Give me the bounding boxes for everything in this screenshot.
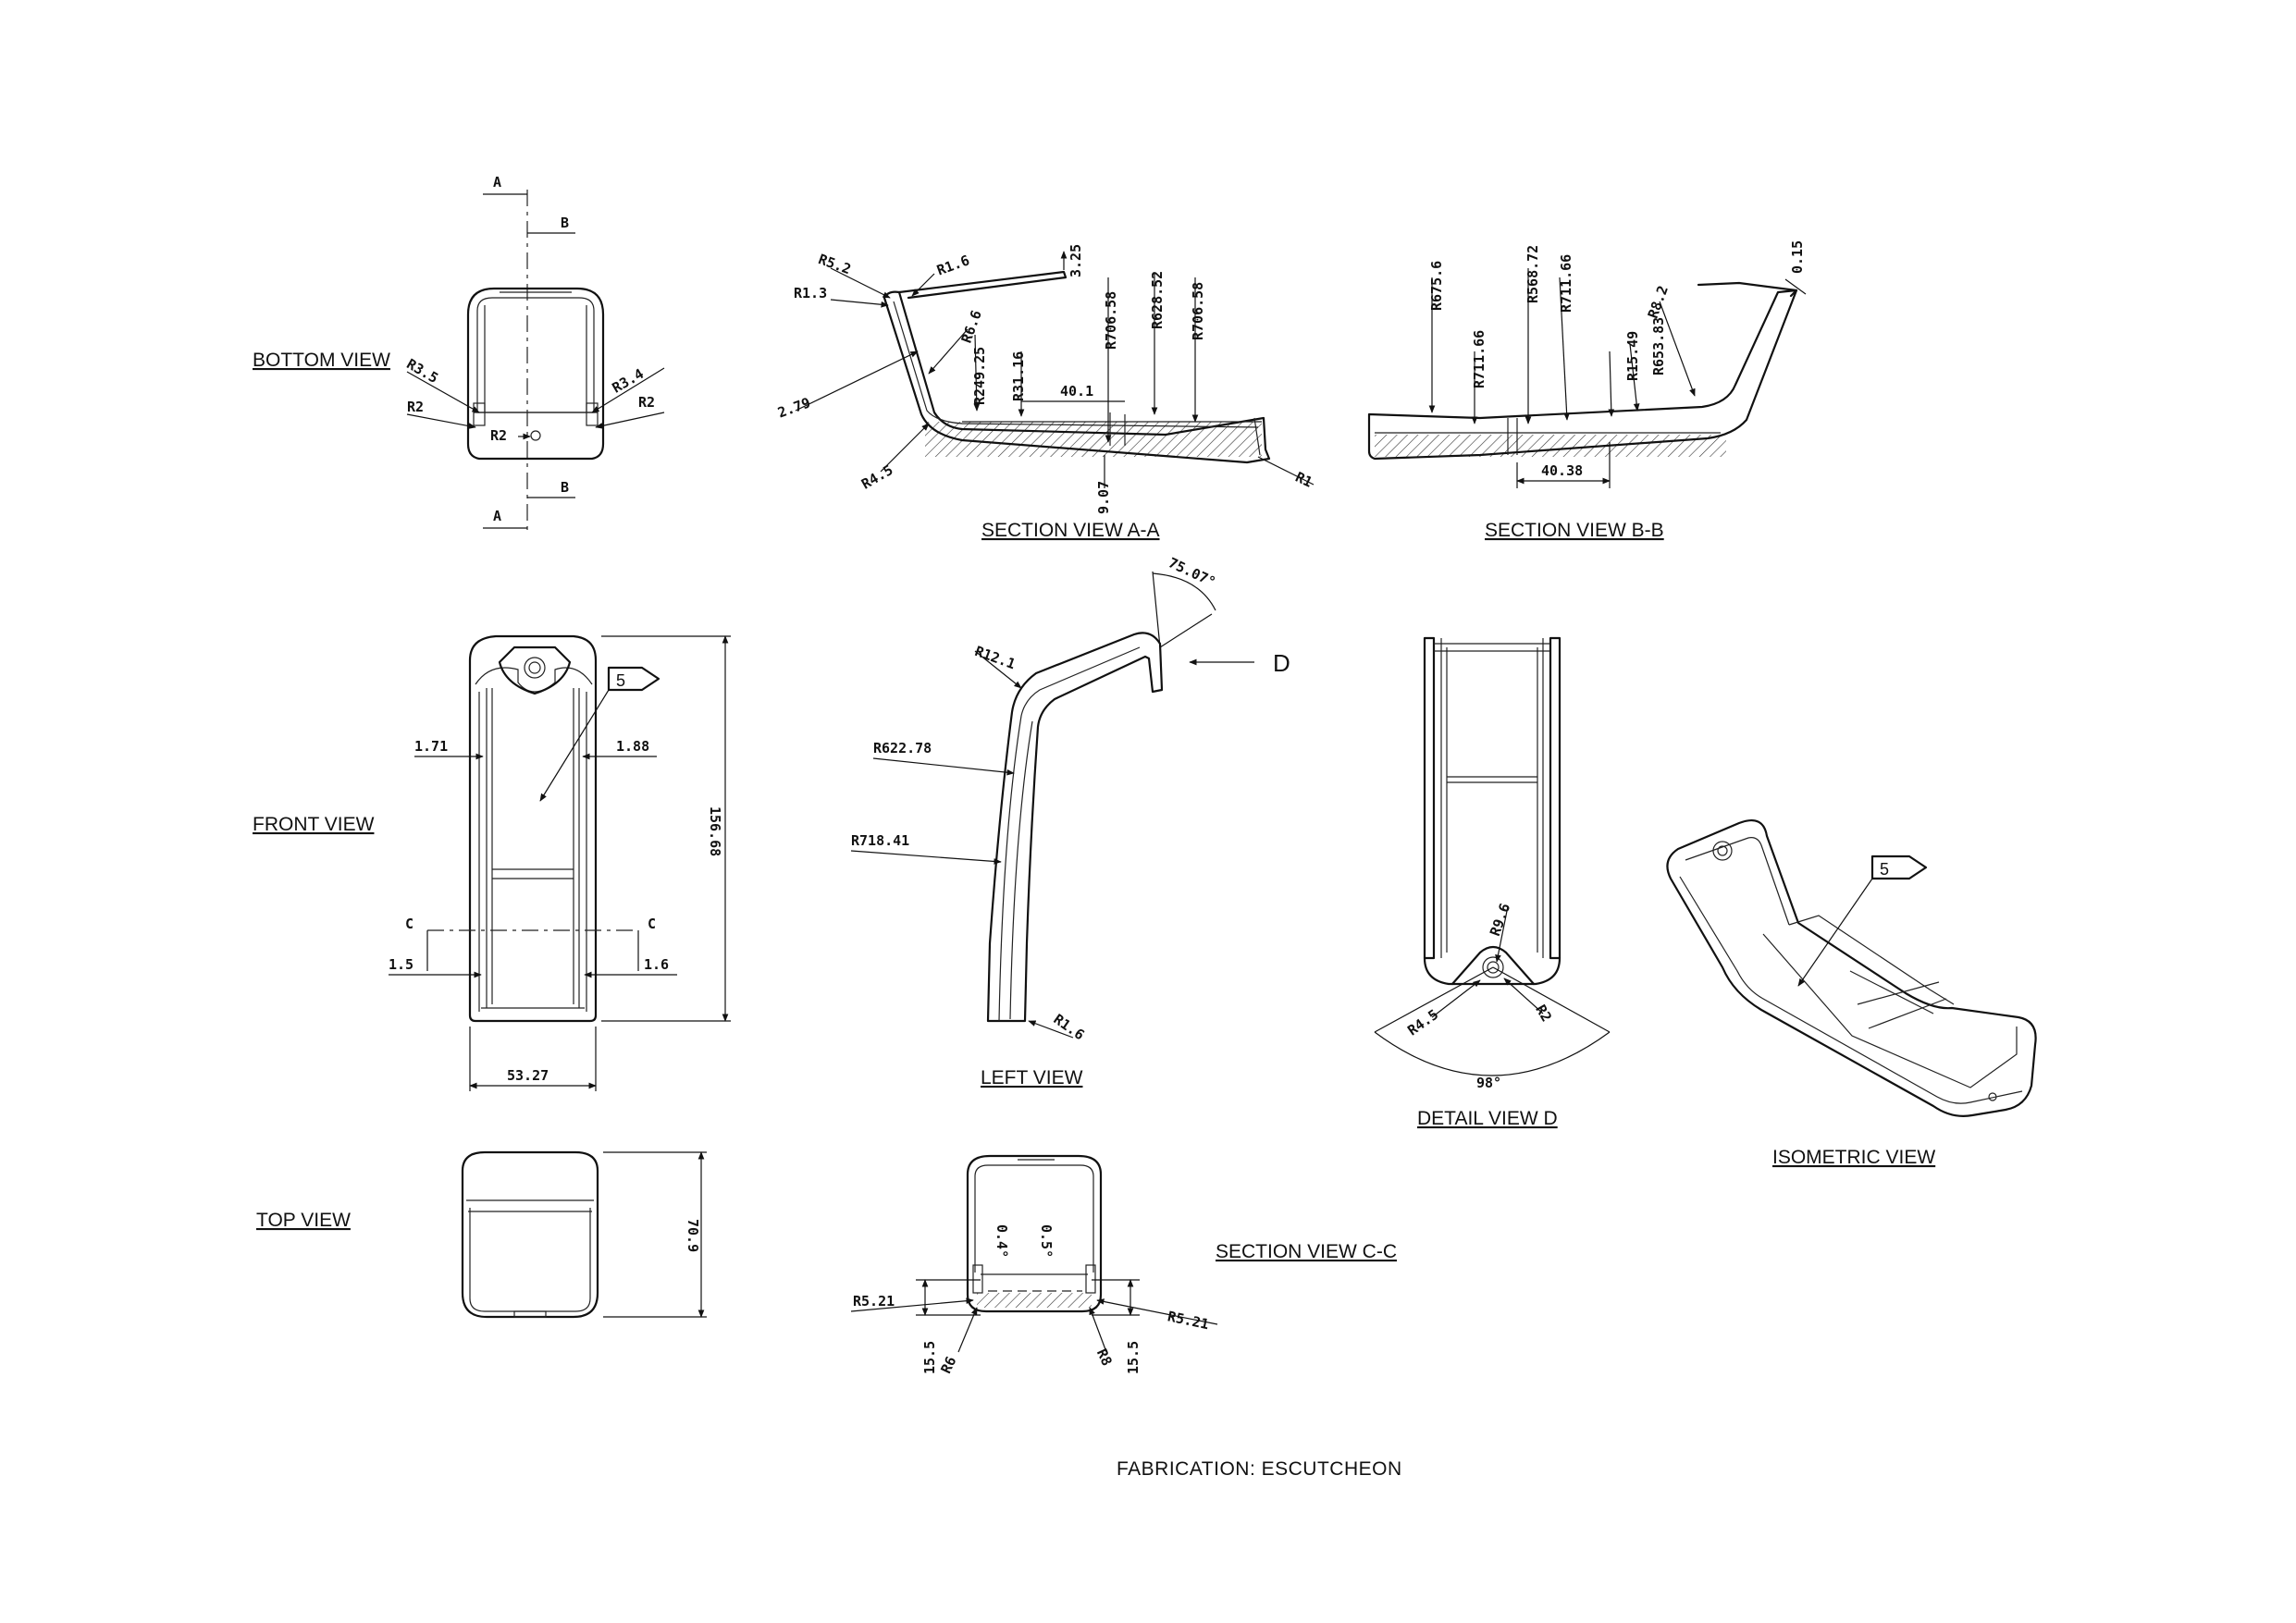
detail-dim-r9-6: R9.6 bbox=[1487, 901, 1513, 938]
bb-dim-0-15: 0.15 bbox=[1789, 240, 1806, 274]
detail-dim-98: 98° bbox=[1476, 1075, 1501, 1091]
left-dim-r622-78: R622.78 bbox=[873, 740, 932, 756]
section-marker-a-top: A bbox=[493, 174, 501, 191]
left-dim-r12-1: R12.1 bbox=[973, 643, 1018, 672]
aa-dim-2-79: 2.79 bbox=[775, 394, 812, 421]
drawing-caption: FABRICATION: ESCUTCHEON bbox=[1117, 1458, 1402, 1480]
cc-dim-15-5-left: 15.5 bbox=[921, 1341, 938, 1374]
aa-dim-r1-6: R1.6 bbox=[934, 252, 971, 278]
bottom-dim-r2-left: R2 bbox=[407, 399, 424, 415]
top-view: TOP VIEW 70.9 bbox=[256, 1150, 707, 1319]
bottom-dim-r3-5: R3.5 bbox=[404, 355, 441, 387]
front-dim-53-27: 53.27 bbox=[507, 1067, 549, 1084]
bb-dim-r8-2: R8.2 bbox=[1645, 283, 1672, 320]
bb-dim-r653-83: R653.83 bbox=[1650, 317, 1667, 375]
detail-dim-r2: R2 bbox=[1532, 1002, 1555, 1025]
left-dim-r1-6: R1.6 bbox=[1051, 1011, 1088, 1043]
left-view: LEFT VIEW 75.07° D R12.1 R622.78 R718.41… bbox=[850, 554, 1290, 1088]
aa-dim-r4-5: R4.5 bbox=[858, 461, 895, 493]
front-dim-1-88: 1.88 bbox=[616, 738, 649, 755]
section-marker-c-right: C bbox=[648, 916, 656, 932]
bb-dim-r568-72: R568.72 bbox=[1524, 245, 1541, 303]
section-view-bb-title: SECTION VIEW B-B bbox=[1485, 520, 1664, 541]
section-marker-c-left: C bbox=[405, 916, 414, 932]
aa-dim-r6-6: R6.6 bbox=[958, 308, 985, 345]
bb-dim-r675-6: R675.6 bbox=[1428, 261, 1445, 311]
front-view-title: FRONT VIEW bbox=[253, 814, 375, 835]
section-marker-b-top: B bbox=[561, 215, 569, 231]
front-view: FRONT VIEW 5 1.71 1.88 156.68 C C bbox=[253, 634, 731, 1091]
cc-dim-r5-21-right: R5.21 bbox=[1167, 1308, 1211, 1333]
bb-dim-40-38: 40.38 bbox=[1541, 462, 1583, 479]
bb-dim-r15-49: R15.49 bbox=[1624, 331, 1641, 381]
section-view-aa-title: SECTION VIEW A-A bbox=[981, 520, 1160, 541]
section-marker-a-bottom: A bbox=[493, 508, 501, 524]
bb-dim-r711-66-b: R711.66 bbox=[1558, 254, 1574, 313]
aa-dim-9-07: 9.07 bbox=[1095, 481, 1112, 514]
aa-dim-r1: R1 bbox=[1293, 469, 1315, 491]
front-dim-1-71: 1.71 bbox=[414, 738, 448, 755]
section-marker-b-bottom: B bbox=[561, 479, 569, 496]
section-view-cc: SECTION VIEW C-C 0.4° 0.5° 15.5 15.5 R5.… bbox=[850, 1154, 1397, 1376]
isometric-view: ISOMETRIC VIEW 5 bbox=[1666, 819, 2037, 1168]
cc-dim-0-4: 0.4° bbox=[994, 1224, 1010, 1258]
cc-dim-15-5-right: 15.5 bbox=[1125, 1341, 1142, 1374]
aa-dim-3-25: 3.25 bbox=[1068, 244, 1084, 277]
top-dim-70-9: 70.9 bbox=[685, 1219, 701, 1252]
bottom-dim-r2-right: R2 bbox=[638, 394, 655, 411]
front-balloon-5: 5 bbox=[616, 671, 625, 690]
front-dim-156-68: 156.68 bbox=[707, 806, 723, 856]
left-view-title: LEFT VIEW bbox=[981, 1067, 1083, 1088]
bottom-dim-r2-center: R2 bbox=[490, 427, 507, 444]
aa-dim-r706-58-a: R706.58 bbox=[1103, 291, 1119, 350]
aa-dim-r628-52: R628.52 bbox=[1149, 271, 1166, 329]
detail-view-d-title: DETAIL VIEW D bbox=[1417, 1108, 1558, 1129]
front-dim-1-5: 1.5 bbox=[389, 956, 414, 973]
cc-dim-r5-21-left: R5.21 bbox=[853, 1293, 895, 1309]
section-view-bb: SECTION VIEW B-B R675.6 R711.66 R568.72 … bbox=[1367, 240, 1807, 541]
aa-dim-r249-25: R249.25 bbox=[971, 347, 988, 405]
bb-dim-r711-66-a: R711.66 bbox=[1471, 330, 1487, 388]
left-dim-r718-41: R718.41 bbox=[851, 832, 909, 849]
section-marker-d: D bbox=[1273, 649, 1290, 677]
aa-dim-r706-58-b: R706.58 bbox=[1190, 282, 1206, 340]
bottom-view-title: BOTTOM VIEW bbox=[253, 350, 390, 371]
cc-dim-r8: R8 bbox=[1093, 1346, 1116, 1369]
aa-dim-r5-2: R5.2 bbox=[816, 251, 853, 277]
section-view-aa: SECTION VIEW A-A R5.2 R1.3 R1.6 3.25 R70… bbox=[775, 244, 1315, 541]
aa-dim-40-1: 40.1 bbox=[1060, 383, 1093, 400]
top-view-title: TOP VIEW bbox=[256, 1210, 351, 1231]
aa-dim-r31-16: R31.16 bbox=[1010, 351, 1027, 401]
cc-dim-0-5: 0.5° bbox=[1038, 1224, 1055, 1258]
detail-dim-r4-5: R4.5 bbox=[1404, 1006, 1441, 1039]
front-dim-1-6: 1.6 bbox=[644, 956, 669, 973]
detail-view-d: DETAIL VIEW D 98° R9.6 R4.5 R2 bbox=[1374, 636, 1611, 1129]
bottom-dim-r3-4: R3.4 bbox=[610, 365, 647, 397]
isometric-view-title: ISOMETRIC VIEW bbox=[1772, 1147, 1935, 1168]
aa-dim-r1-3: R1.3 bbox=[794, 285, 827, 301]
section-view-cc-title: SECTION VIEW C-C bbox=[1216, 1241, 1397, 1262]
bottom-view: BOTTOM VIEW A A B B R3.5 R2 R2 R3.4 R2 bbox=[253, 174, 665, 535]
cc-dim-r6: R6 bbox=[937, 1354, 959, 1376]
iso-balloon-5: 5 bbox=[1880, 860, 1889, 879]
